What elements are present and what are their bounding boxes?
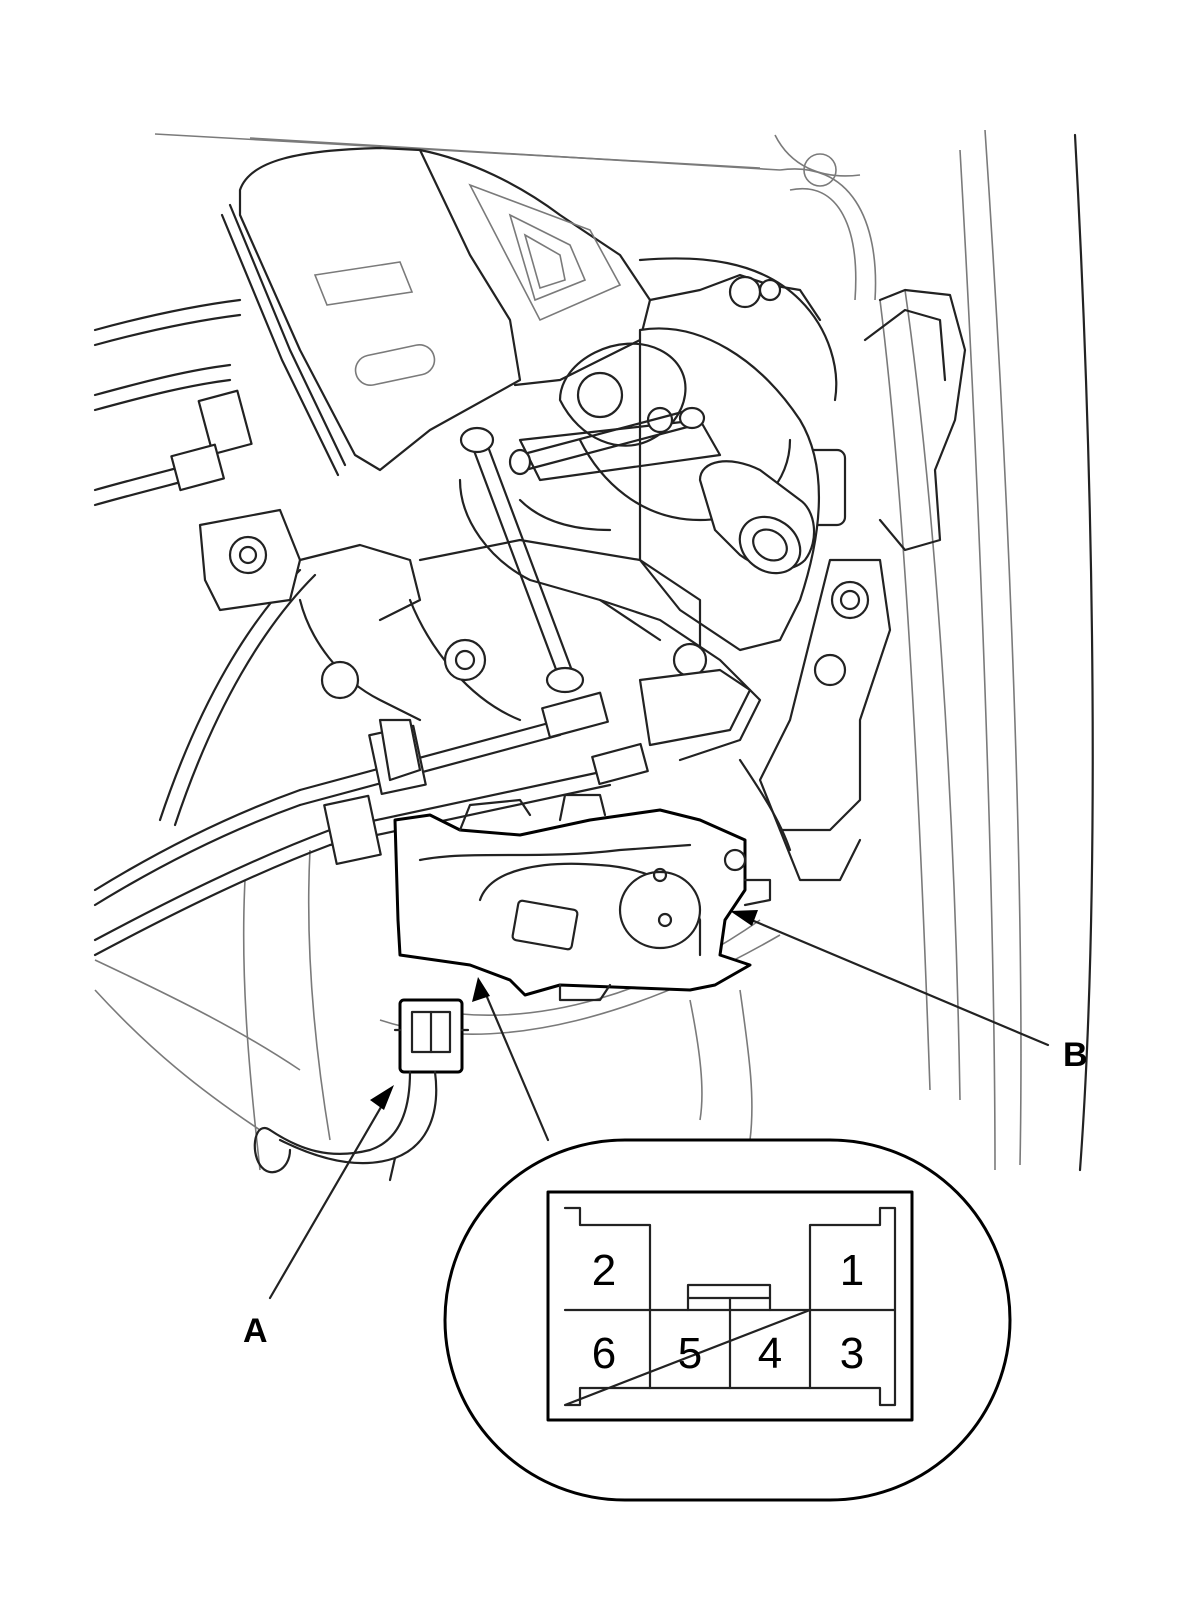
latch-housing (198, 146, 967, 882)
arrow-detail-head (472, 977, 490, 1002)
pin-4-label: 4 (758, 1329, 782, 1378)
connector-detail-inset: 2 1 6 5 4 3 (443, 1138, 1012, 1502)
pin-5-label: 5 (678, 1329, 702, 1378)
pin-3-label: 3 (840, 1329, 864, 1378)
pin-6-label: 6 (592, 1329, 616, 1378)
cable-end-fittings (170, 389, 649, 866)
arrow-a-head (370, 1085, 394, 1110)
callout-arrows (268, 910, 1050, 1300)
arrow-a-line (268, 1093, 390, 1300)
pin-1-label: 1 (840, 1246, 864, 1295)
callout-label-a: A (243, 1312, 268, 1350)
arrow-detail-line (482, 988, 550, 1142)
callout-label-b: B (1063, 1036, 1088, 1074)
connector-a (253, 998, 470, 1182)
actuator-b (393, 793, 772, 1002)
linkage-rod (459, 406, 706, 694)
arrow-b-line (740, 914, 1050, 1047)
arrow-b-head (730, 910, 758, 926)
door-panel-outline (94, 129, 1094, 1172)
pin-2-label: 2 (592, 1246, 616, 1295)
